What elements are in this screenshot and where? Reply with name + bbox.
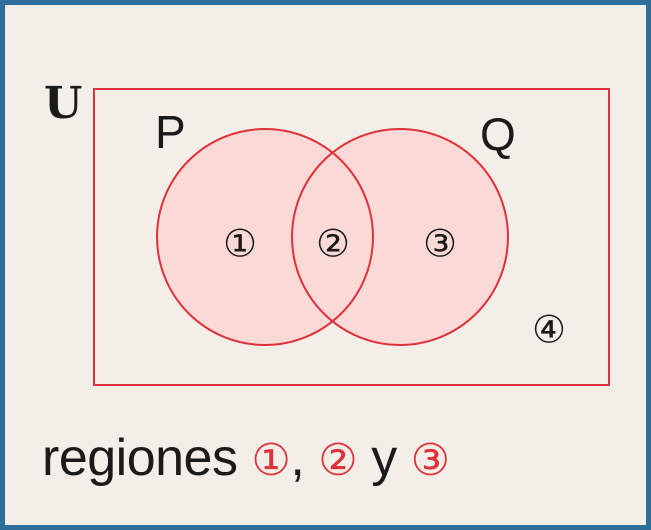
set-q-label: Q — [480, 108, 516, 160]
set-q-circle-fill — [292, 129, 508, 345]
set-p-label: P — [155, 106, 186, 158]
caption-region-2: ② — [318, 435, 358, 486]
caption-region-3: ③ — [410, 435, 450, 486]
universe-rectangle — [93, 88, 610, 386]
region-3-label: ③ — [423, 222, 457, 266]
caption-conjunction: y — [371, 429, 397, 487]
caption-text: regiones — [42, 429, 238, 487]
caption-region-1: ① — [251, 435, 291, 486]
caption: regiones ①, ② y ③ — [42, 428, 450, 488]
universe-label: U — [44, 78, 82, 129]
region-4-label: ④ — [532, 308, 566, 352]
region-1-label: ① — [223, 222, 257, 266]
set-q-circle — [291, 128, 509, 346]
caption-separator: , — [290, 429, 305, 487]
set-p-circle — [156, 128, 374, 346]
region-2-label: ② — [316, 222, 350, 266]
